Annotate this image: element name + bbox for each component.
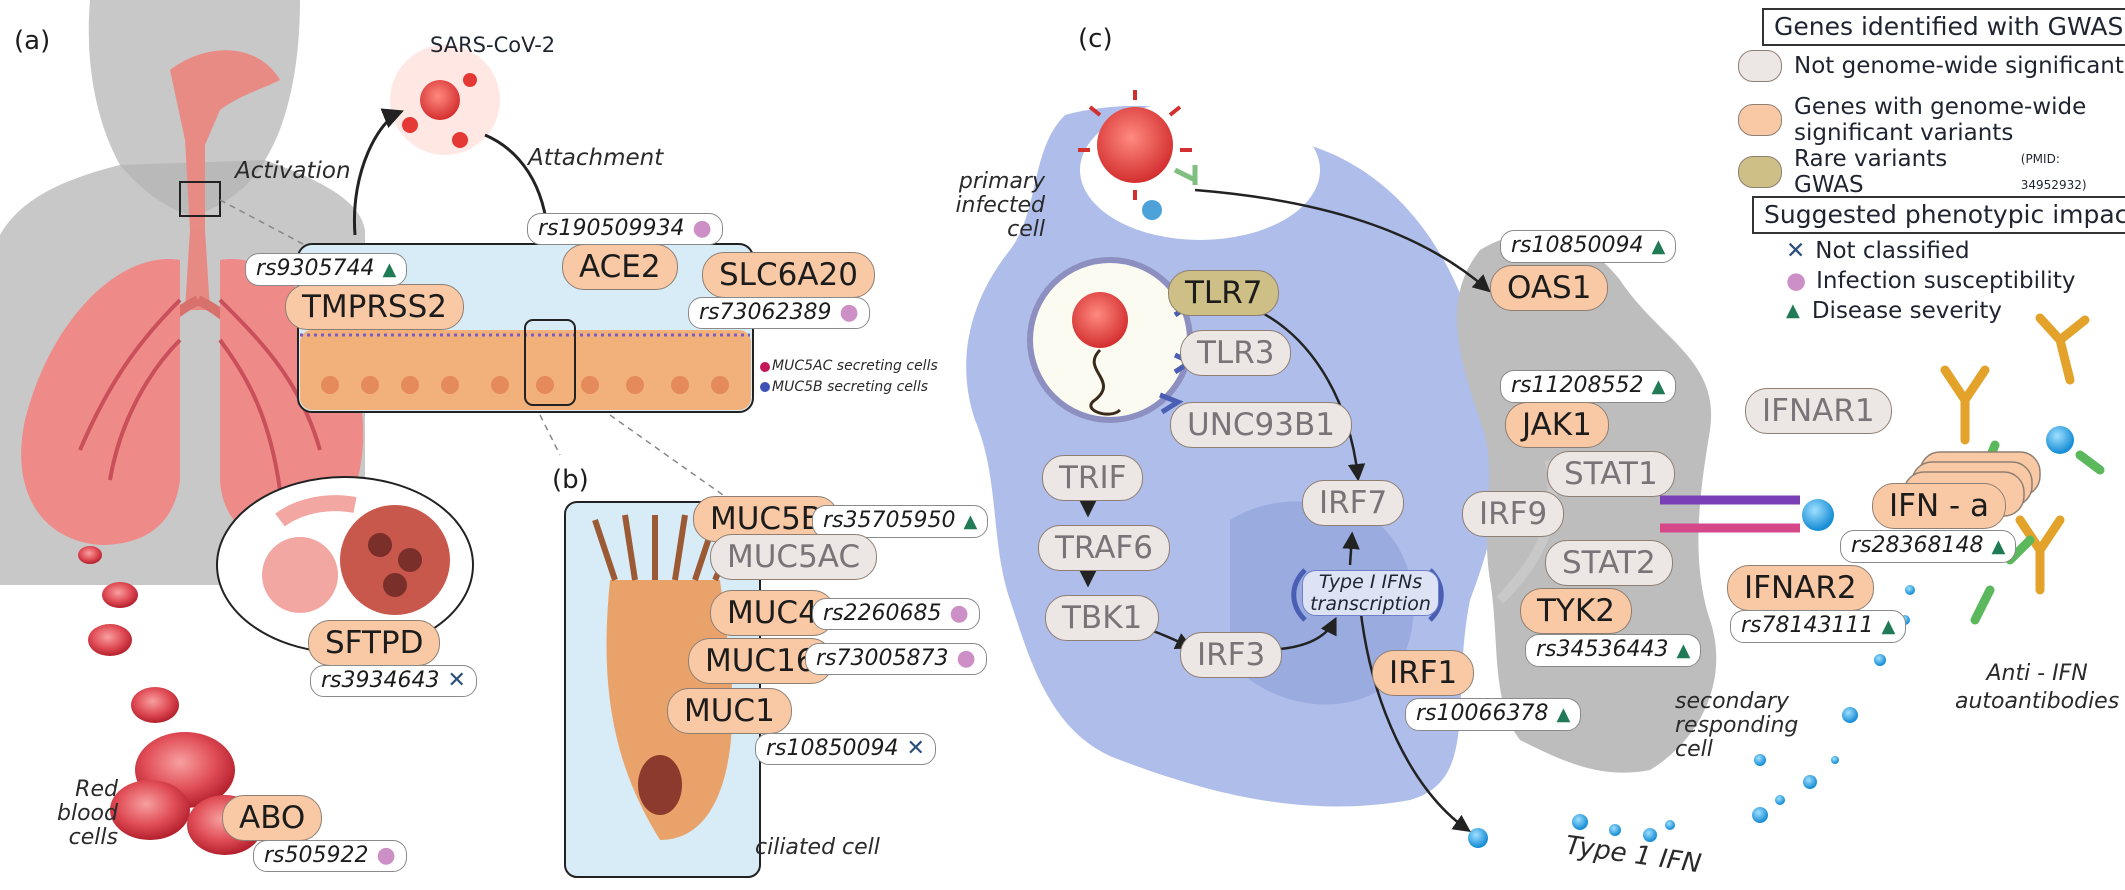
gene-irf3: IRF3 — [1180, 632, 1283, 678]
gene-tlr3: TLR3 — [1180, 330, 1292, 376]
alveoli-zoom — [216, 476, 474, 654]
panel-label-b: (b) — [552, 465, 589, 495]
legend-title-gwas: Genes identified with GWAS — [1762, 8, 2125, 46]
red-blood-cells-label: Red blood cells — [57, 777, 118, 850]
gene-tyk2: TYK2 — [1520, 588, 1632, 634]
gene-unc93b1: UNC93B1 — [1170, 402, 1352, 448]
muc5b-cells-label: MUC5B secreting cells — [772, 379, 929, 395]
gene-tbk1: TBK1 — [1045, 595, 1160, 641]
legend-swatch-rare — [1738, 156, 1782, 188]
gene-stat1: STAT1 — [1547, 451, 1675, 497]
primary-cell-label: primary infected cell — [955, 169, 1045, 242]
gene-muc5ac: MUC5AC — [710, 534, 878, 580]
legend-infection: ●Infection susceptibility — [1786, 268, 2076, 294]
variant-muc5b: rs35705950▲ — [812, 505, 989, 538]
variant-irf1: rs10066378▲ — [1405, 698, 1582, 731]
variant-sftpd: rs3934643✕ — [310, 665, 477, 697]
gene-slc6a20: SLC6A20 — [702, 252, 875, 298]
legend-severity: ▲Disease severity — [1786, 298, 2002, 324]
variant-tyk2: rs34536443▲ — [1525, 634, 1702, 667]
variant-abo: rs505922● — [253, 840, 407, 872]
variant-ifnar2: rs78143111▲ — [1730, 610, 1907, 643]
gene-muc1: MUC1 — [667, 688, 792, 734]
gene-ifn-a: IFN - a — [1872, 483, 2007, 529]
variant-muc4: rs2260685● — [812, 598, 980, 630]
legend-title-phenotype: Suggested phenotypic impact — [1752, 196, 2125, 234]
gene-abo: ABO — [222, 795, 323, 841]
dot-icon: ● — [1786, 268, 1807, 294]
variant-tmprss2: rs9305744▲ — [245, 253, 408, 286]
gene-ifnar2: IFNAR2 — [1727, 565, 1874, 611]
muc5ac-cells-label: MUC5AC secreting cells — [772, 358, 938, 374]
gene-ace2: ACE2 — [562, 244, 678, 290]
gene-ifnar1: IFNAR1 — [1745, 388, 1892, 434]
virus-icon — [1078, 90, 1198, 220]
gene-tmprss2: TMPRSS2 — [285, 284, 464, 330]
virus-label: SARS-CoV-2 — [430, 33, 556, 57]
sars-cov-2-icon — [390, 45, 500, 155]
activation-label: Activation — [235, 158, 351, 184]
attachment-label: Attachment — [528, 145, 664, 171]
gene-oas1: OAS1 — [1490, 265, 1609, 311]
muc5ac-dot — [760, 362, 770, 372]
gene-trif: TRIF — [1042, 455, 1144, 501]
legend-not-significant: Not genome-wide significant — [1738, 50, 2124, 82]
zoom-box — [179, 181, 221, 217]
gene-sftpd: SFTPD — [308, 620, 441, 666]
variant-muc16: rs73005873● — [805, 643, 987, 675]
variant-ace2: rs190509934● — [527, 213, 723, 245]
gene-irf7: IRF7 — [1302, 480, 1405, 526]
legend-rare: Rare variants GWAS(PMID: 34952932) — [1738, 146, 2125, 198]
variant-oas1: rs10850094▲ — [1500, 230, 1677, 263]
muc5b-dot — [760, 382, 770, 392]
secondary-cell-label: secondary responding cell — [1675, 689, 1799, 762]
variant-jak1: rs11208552▲ — [1500, 370, 1677, 403]
gene-irf1: IRF1 — [1372, 650, 1475, 696]
legend-not-classified: ✕Not classified — [1786, 238, 1970, 264]
autoantibodies-label: Anti - IFN autoantibodies — [1955, 661, 2120, 714]
variant-slc6a20: rs73062389● — [688, 297, 870, 329]
ifn-droplets — [1468, 585, 1915, 848]
endosome — [1027, 257, 1196, 423]
legend-swatch-not-significant — [1738, 50, 1782, 82]
gene-jak1: JAK1 — [1505, 402, 1609, 448]
gene-traf6: TRAF6 — [1038, 525, 1170, 571]
panel-label-a: (a) — [14, 26, 51, 56]
triangle-icon: ▲ — [1786, 300, 1800, 321]
ciliated-cell-label: ciliated cell — [755, 835, 880, 860]
variant-muc1: rs10850094✕ — [755, 733, 936, 765]
cross-icon: ✕ — [1786, 238, 1806, 264]
panel-label-c: (c) — [1078, 24, 1113, 54]
gene-muc4: MUC4 — [710, 590, 835, 636]
transcription-box: Type I IFNs transcription — [1302, 570, 1439, 616]
variant-ifn-a: rs28368148▲ — [1840, 530, 2017, 563]
legend-swatch-significant — [1738, 104, 1782, 136]
gene-irf9: IRF9 — [1462, 491, 1565, 537]
ifnar-receptor — [1660, 495, 1834, 533]
gene-tlr7: TLR7 — [1168, 270, 1280, 316]
gene-stat2: STAT2 — [1545, 540, 1673, 586]
gene-muc16: MUC16 — [688, 638, 833, 684]
